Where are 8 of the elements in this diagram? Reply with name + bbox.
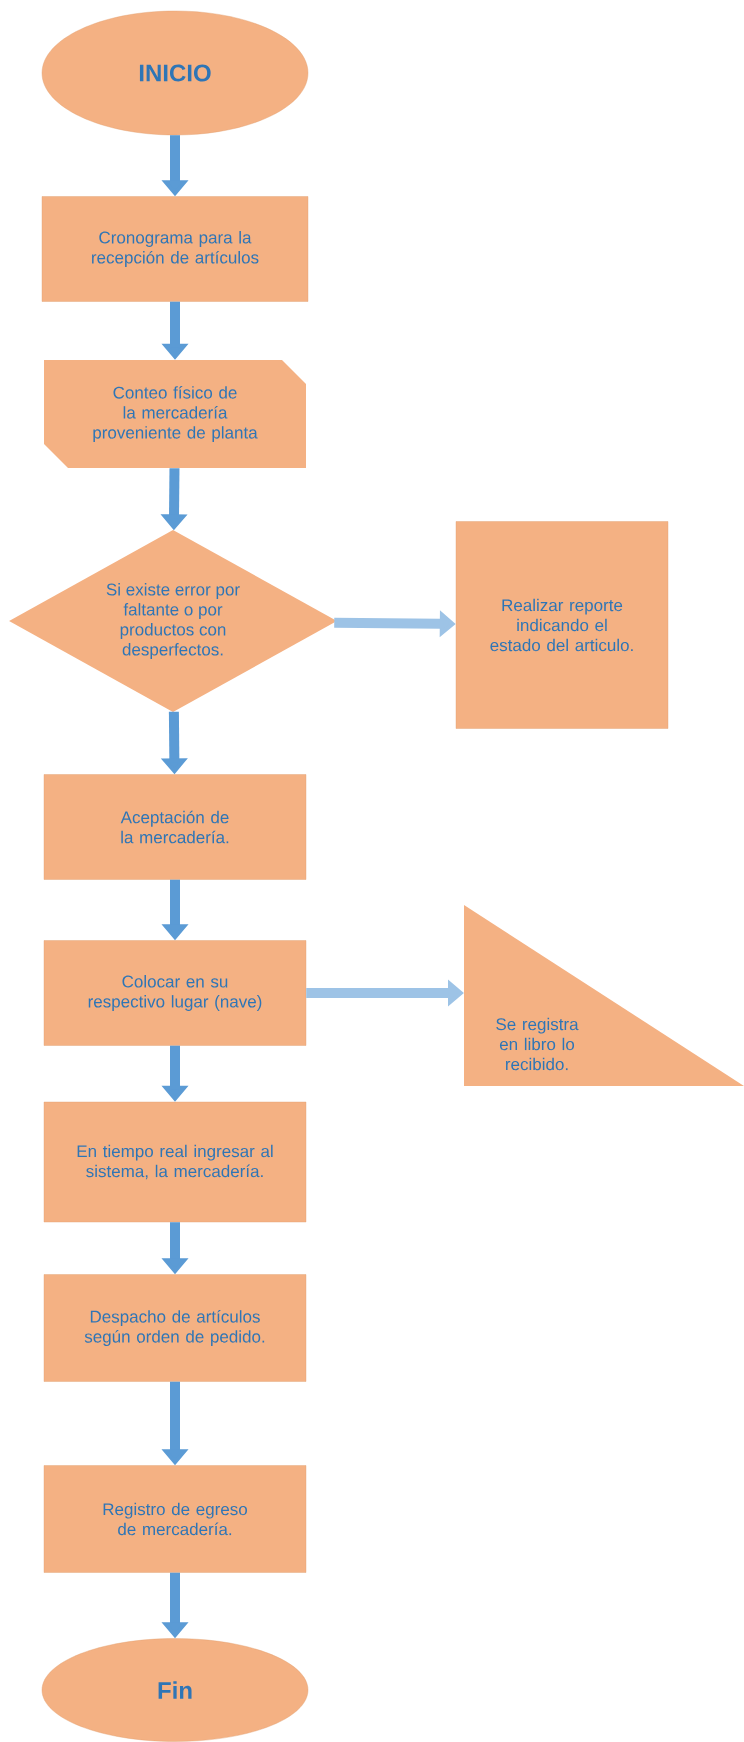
process-box: Registro de egreso de mercadería. <box>43 1465 307 1573</box>
process-box: Aceptación de la mercadería. <box>43 774 307 880</box>
process-box: Despacho de artículos según orden de pedido. <box>43 1274 307 1382</box>
process-box: Colocar en su respectivo lugar (nave) <box>43 940 307 1046</box>
process-box: Cronograma para la recepción de artículos <box>41 196 309 302</box>
card-box: Conteo físico de la mercadería proveniente de planta <box>44 360 306 468</box>
process-box: En tiempo real ingresar al sistema, la mercadería. <box>43 1101 307 1223</box>
process-box: Realizar reporte indicando el estado del articulo. <box>455 521 669 729</box>
